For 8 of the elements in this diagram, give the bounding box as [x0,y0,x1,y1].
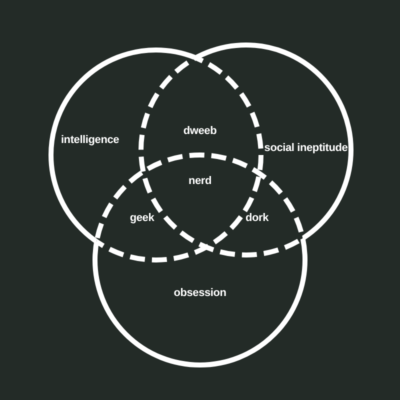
venn-circle [92,152,308,368]
set-label: intelligence [60,134,120,146]
overlap-label: nerd [188,174,212,188]
overlap-label: dweeb [183,124,217,138]
set-label: social ineptitude [264,142,348,154]
overlap-label: dork [245,212,269,224]
set-label: obsession [174,286,226,300]
overlap-label: geek [130,212,154,224]
